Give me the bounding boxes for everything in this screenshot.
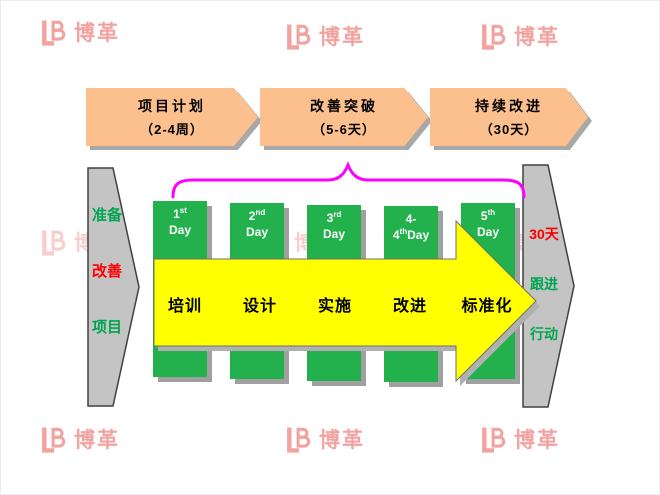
label-line: 准备 — [91, 207, 122, 224]
banner-breakthrough: 改善突破 （5-6天） — [260, 88, 432, 150]
watermark: 博革 — [284, 424, 365, 454]
banner-duration: （30天） — [479, 122, 539, 137]
watermark-text: 博革 — [514, 429, 560, 452]
process-arrow — [153, 219, 540, 386]
boge-logo-icon — [482, 24, 506, 50]
watermark: 博革 — [39, 17, 120, 47]
watermark: 博革 — [479, 21, 560, 51]
phase-label-standardization: 标准化 — [461, 298, 513, 315]
boge-logo-icon — [287, 427, 311, 453]
banner-duration: （5-6天） — [312, 122, 376, 137]
label-line: 30天 — [529, 226, 559, 242]
watermark-text: 博革 — [74, 429, 120, 452]
banner-title: 项目计划 — [138, 98, 206, 114]
watermark: 博革 — [39, 424, 120, 454]
phase-label-implementation: 实施 — [317, 298, 353, 315]
watermark: 博革 — [284, 21, 365, 51]
banner-project-plan: 项目计划 （2-4周） — [86, 88, 262, 150]
watermark-text: 博革 — [74, 22, 120, 45]
phase-label-improvement: 改进 — [392, 298, 428, 315]
boge-logo-icon — [287, 24, 311, 50]
label-line: 项目 — [91, 319, 122, 336]
week-brace — [171, 160, 526, 199]
followup-arrow — [522, 164, 575, 408]
label-line: 行动 — [530, 326, 558, 342]
banner-title: 改善突破 — [310, 98, 378, 114]
followup-label: 30天 跟进 行动 — [524, 225, 564, 343]
label-line: 改善 — [91, 263, 122, 280]
banner-duration: （2-4周） — [140, 122, 204, 137]
boge-logo-icon — [42, 230, 66, 256]
watermark-text: 博革 — [319, 429, 365, 452]
banner-title: 持续改进 — [475, 98, 543, 114]
watermark: 博革 — [479, 424, 560, 454]
prepare-project-label: 准备 改善 项目 — [89, 207, 125, 337]
label-line: 跟进 — [530, 276, 558, 292]
phase-label-training: 培训 — [167, 298, 203, 315]
watermark-text: 博革 — [319, 26, 365, 49]
phase-label-design: 设计 — [242, 298, 278, 315]
boge-logo-icon — [42, 20, 66, 46]
boge-logo-icon — [42, 427, 66, 453]
prepare-project-arrow — [87, 167, 140, 407]
watermark-text: 博革 — [514, 26, 560, 49]
boge-logo-icon — [482, 427, 506, 453]
banner-continuous-improvement: 持续改进 （30天） — [430, 88, 592, 150]
